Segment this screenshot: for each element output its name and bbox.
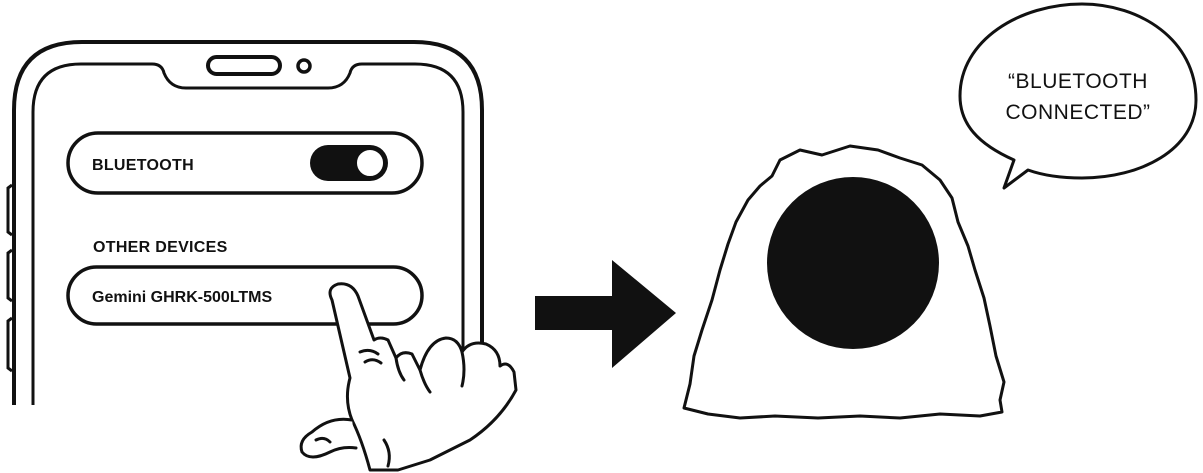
phone-frame-outer (12, 40, 484, 405)
arrow-right-icon (535, 260, 676, 368)
bubble-line-2: CONNECTED” (1006, 101, 1151, 124)
bubble-line-1: “BLUETOOTH (1008, 70, 1148, 93)
pointing-hand-icon (299, 282, 518, 472)
side-button-2 (6, 248, 13, 303)
front-camera-icon (296, 58, 312, 74)
side-button-3 (6, 316, 13, 373)
toggle-knob (355, 148, 385, 178)
side-button-1 (6, 183, 13, 237)
bluetooth-label: BLUETOOTH (92, 157, 194, 174)
phone-screen-edge (31, 62, 465, 405)
other-devices-heading: OTHER DEVICES (93, 239, 228, 256)
device-name: Gemini GHRK-500LTMS (92, 289, 273, 306)
rock-speaker-icon (682, 144, 1006, 420)
earpiece-icon (206, 55, 282, 76)
speech-bubble: “BLUETOOTH CONNECTED” (958, 2, 1198, 190)
bluetooth-toggle[interactable] (310, 145, 388, 181)
speaker-driver (767, 177, 939, 349)
